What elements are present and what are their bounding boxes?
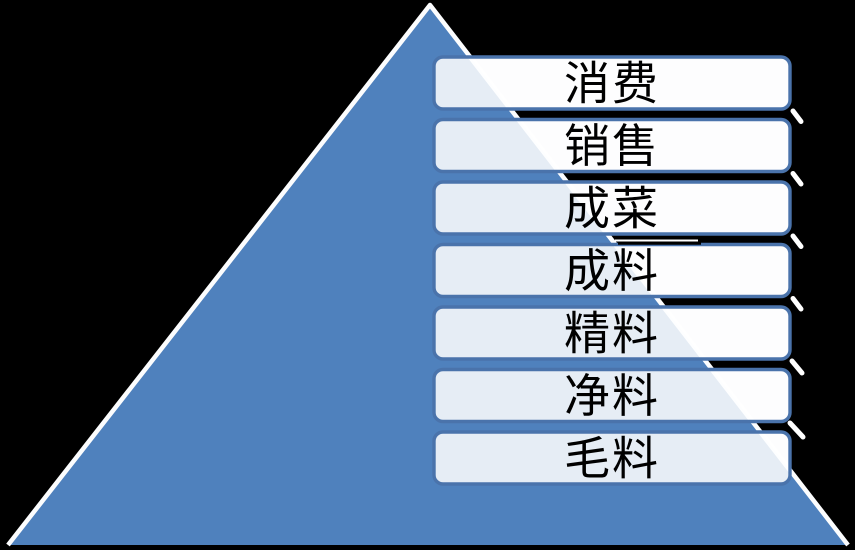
pyramid-level-label: 净料 — [564, 369, 660, 423]
pyramid-level-label: 成菜 — [564, 182, 660, 236]
pyramid-level-label: 销售 — [564, 119, 660, 173]
pyramid-level-label: 消费 — [564, 57, 660, 111]
pyramid-level-3: 成菜 — [432, 180, 792, 236]
level-box-border — [432, 367, 792, 424]
edge-glints — [787, 108, 806, 440]
pyramid-level-4: 成料 — [432, 242, 792, 299]
level-box-border — [432, 55, 792, 111]
pyramid-level-5: 精料 — [432, 305, 792, 361]
level-box-border — [432, 305, 792, 361]
pyramid-level-1: 消费 — [432, 55, 792, 111]
pyramid-level-label: 成料 — [564, 244, 660, 298]
pyramid-level-7: 毛料 — [432, 430, 792, 486]
pyramid-level-2: 销售 — [432, 117, 792, 174]
pyramid-level-6: 净料 — [432, 367, 792, 424]
level-box-border — [432, 242, 792, 299]
pyramid-level-label: 毛料 — [564, 432, 660, 486]
level-box — [434, 57, 790, 109]
pyramid-level-label: 精料 — [564, 307, 660, 361]
gap-line-artifact — [615, 239, 701, 245]
level-box-border — [432, 430, 792, 486]
level-box-border — [432, 117, 792, 174]
level-box-border — [432, 180, 792, 236]
